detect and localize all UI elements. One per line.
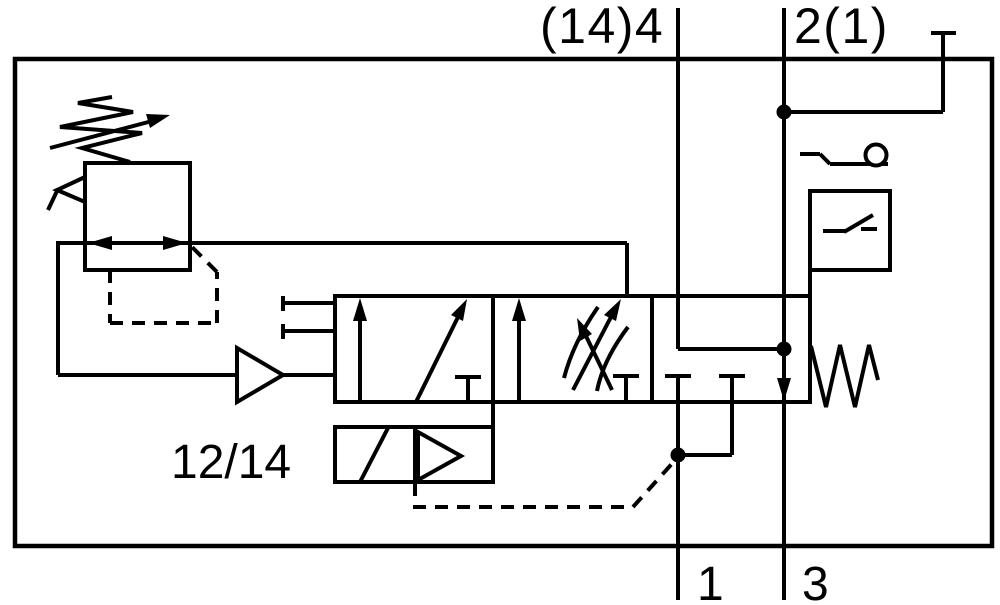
enclosure-border xyxy=(12,56,995,549)
pilot-port-stubs xyxy=(281,296,335,339)
roller-icon xyxy=(863,142,889,168)
port-labels: (14)4 2(1) 1 3 12/14 xyxy=(171,0,889,605)
label-port-2: 2(1) xyxy=(794,0,889,54)
port-lines xyxy=(670,8,786,600)
electric-switch-icon xyxy=(800,142,892,296)
label-port-1: 1 xyxy=(697,558,724,605)
solenoid-pilot-icon xyxy=(333,402,680,509)
pressure-regulator-icon xyxy=(46,95,629,377)
plugged-port-icon xyxy=(776,31,956,120)
return-spring-icon xyxy=(809,344,880,408)
label-port-4: (14)4 xyxy=(540,0,664,54)
label-pilot-12-14: 12/14 xyxy=(171,436,291,489)
pilot-amplifier-icon xyxy=(235,344,335,406)
main-valve-icon xyxy=(333,294,812,455)
label-port-3: 3 xyxy=(802,558,829,605)
